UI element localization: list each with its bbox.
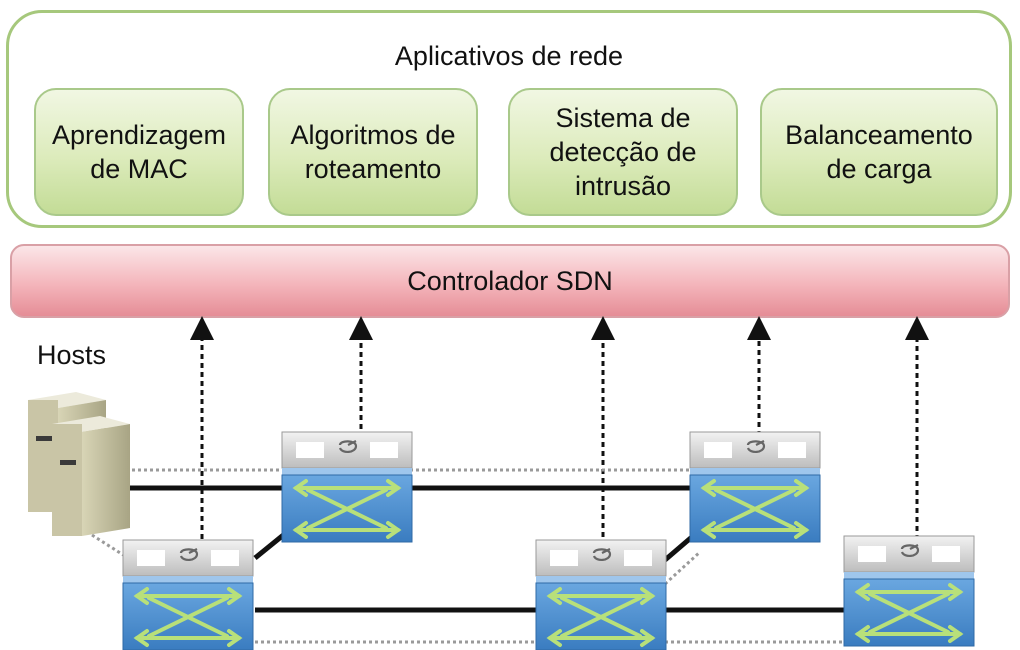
app-load-balancing: Balanceamento de carga <box>760 88 998 216</box>
physical-link <box>91 533 129 560</box>
app-label: Algoritmos de roteamento <box>290 120 456 184</box>
openflow-switch-icon <box>280 430 414 544</box>
app-mac-learning: Aprendizagem de MAC <box>34 88 244 216</box>
app-routing-algorithms: Algoritmos de roteamento <box>268 88 478 216</box>
openflow-switch-icon <box>121 538 255 650</box>
openflow-switch-icon <box>534 538 668 650</box>
applications-title: Aplicativos de rede <box>394 41 624 71</box>
app-label: Sistema de detecção de intrusão <box>549 103 697 201</box>
openflow-switch-icon <box>688 430 822 544</box>
control-channel-links <box>190 316 929 548</box>
host-server-icon <box>52 416 130 536</box>
data-links <box>120 485 846 613</box>
physical-link <box>663 550 702 586</box>
hosts-label: Hosts <box>37 340 107 370</box>
app-label: Balanceamento de carga <box>785 120 973 184</box>
app-intrusion-detection: Sistema de detecção de intrusão <box>508 88 738 216</box>
app-label: Aprendizagem de MAC <box>51 120 227 184</box>
sdn-controller: Controlador SDN <box>10 244 1010 318</box>
physical-links <box>91 468 846 644</box>
controller-label: Controlador SDN <box>407 265 613 296</box>
openflow-switch-icon <box>842 534 976 648</box>
